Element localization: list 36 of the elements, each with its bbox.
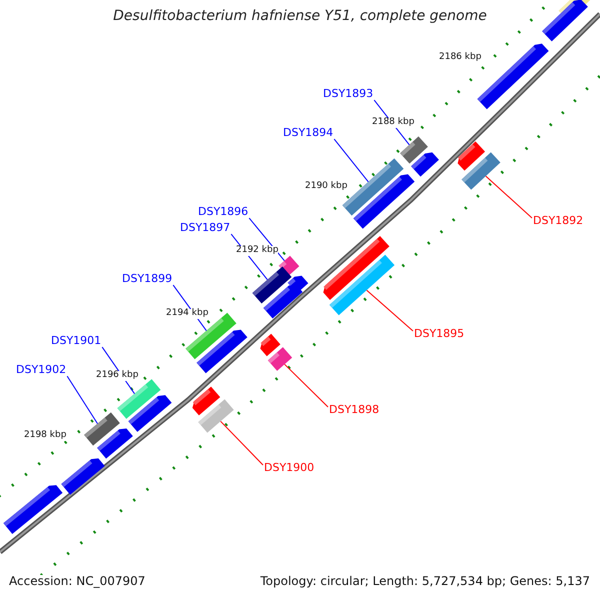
scale-label: 2194 kbp bbox=[166, 309, 208, 319]
gene-label: DSY1898 bbox=[329, 404, 380, 416]
gene-label: DSY1899 bbox=[122, 273, 172, 286]
gene-label: DSY1892 bbox=[533, 215, 584, 228]
gene-segment bbox=[329, 254, 395, 316]
gene-label: DSY1895 bbox=[414, 328, 464, 340]
gene-label: DSY1902 bbox=[16, 364, 66, 376]
gene-label: DSY1893 bbox=[323, 88, 374, 100]
scale-label: 2186 kbp bbox=[439, 53, 482, 63]
gene-label: DSY1894 bbox=[283, 127, 334, 140]
gene-segment bbox=[198, 399, 234, 433]
accession-text: Accession: NC_007907 bbox=[9, 575, 146, 588]
gene-label: DSY1900 bbox=[264, 462, 314, 474]
gene-segment bbox=[400, 136, 428, 164]
gene-label: DSY1897 bbox=[180, 222, 230, 234]
genome-info-text: Topology: circular; Length: 5,727,534 bp; Genes: 5,137 bbox=[260, 575, 590, 588]
leader-line bbox=[485, 176, 532, 218]
scale-label: 2198 kbp bbox=[24, 431, 66, 441]
gene-segment bbox=[268, 347, 292, 371]
gene-segment bbox=[252, 266, 292, 304]
scale-label: 2188 kbp bbox=[372, 118, 414, 128]
gene-segment bbox=[462, 152, 500, 190]
gene-label: DSY1896 bbox=[198, 206, 248, 218]
scale-label: 2196 kbp bbox=[96, 371, 138, 381]
leader-line bbox=[220, 420, 264, 466]
leader-line bbox=[284, 364, 328, 408]
scale-label: 2190 kbp bbox=[305, 182, 348, 192]
leader-line bbox=[366, 290, 414, 332]
gene-segment bbox=[117, 379, 161, 419]
title: Desulfitobacterium hafniense Y51, complete genome bbox=[113, 9, 487, 24]
gene-label: DSY1901 bbox=[51, 335, 102, 348]
leader-line bbox=[248, 218, 285, 262]
scale-label: 2192 kbp bbox=[236, 246, 278, 256]
gene-segment bbox=[84, 412, 120, 446]
leader-line bbox=[66, 376, 98, 424]
leader-line bbox=[334, 138, 369, 182]
